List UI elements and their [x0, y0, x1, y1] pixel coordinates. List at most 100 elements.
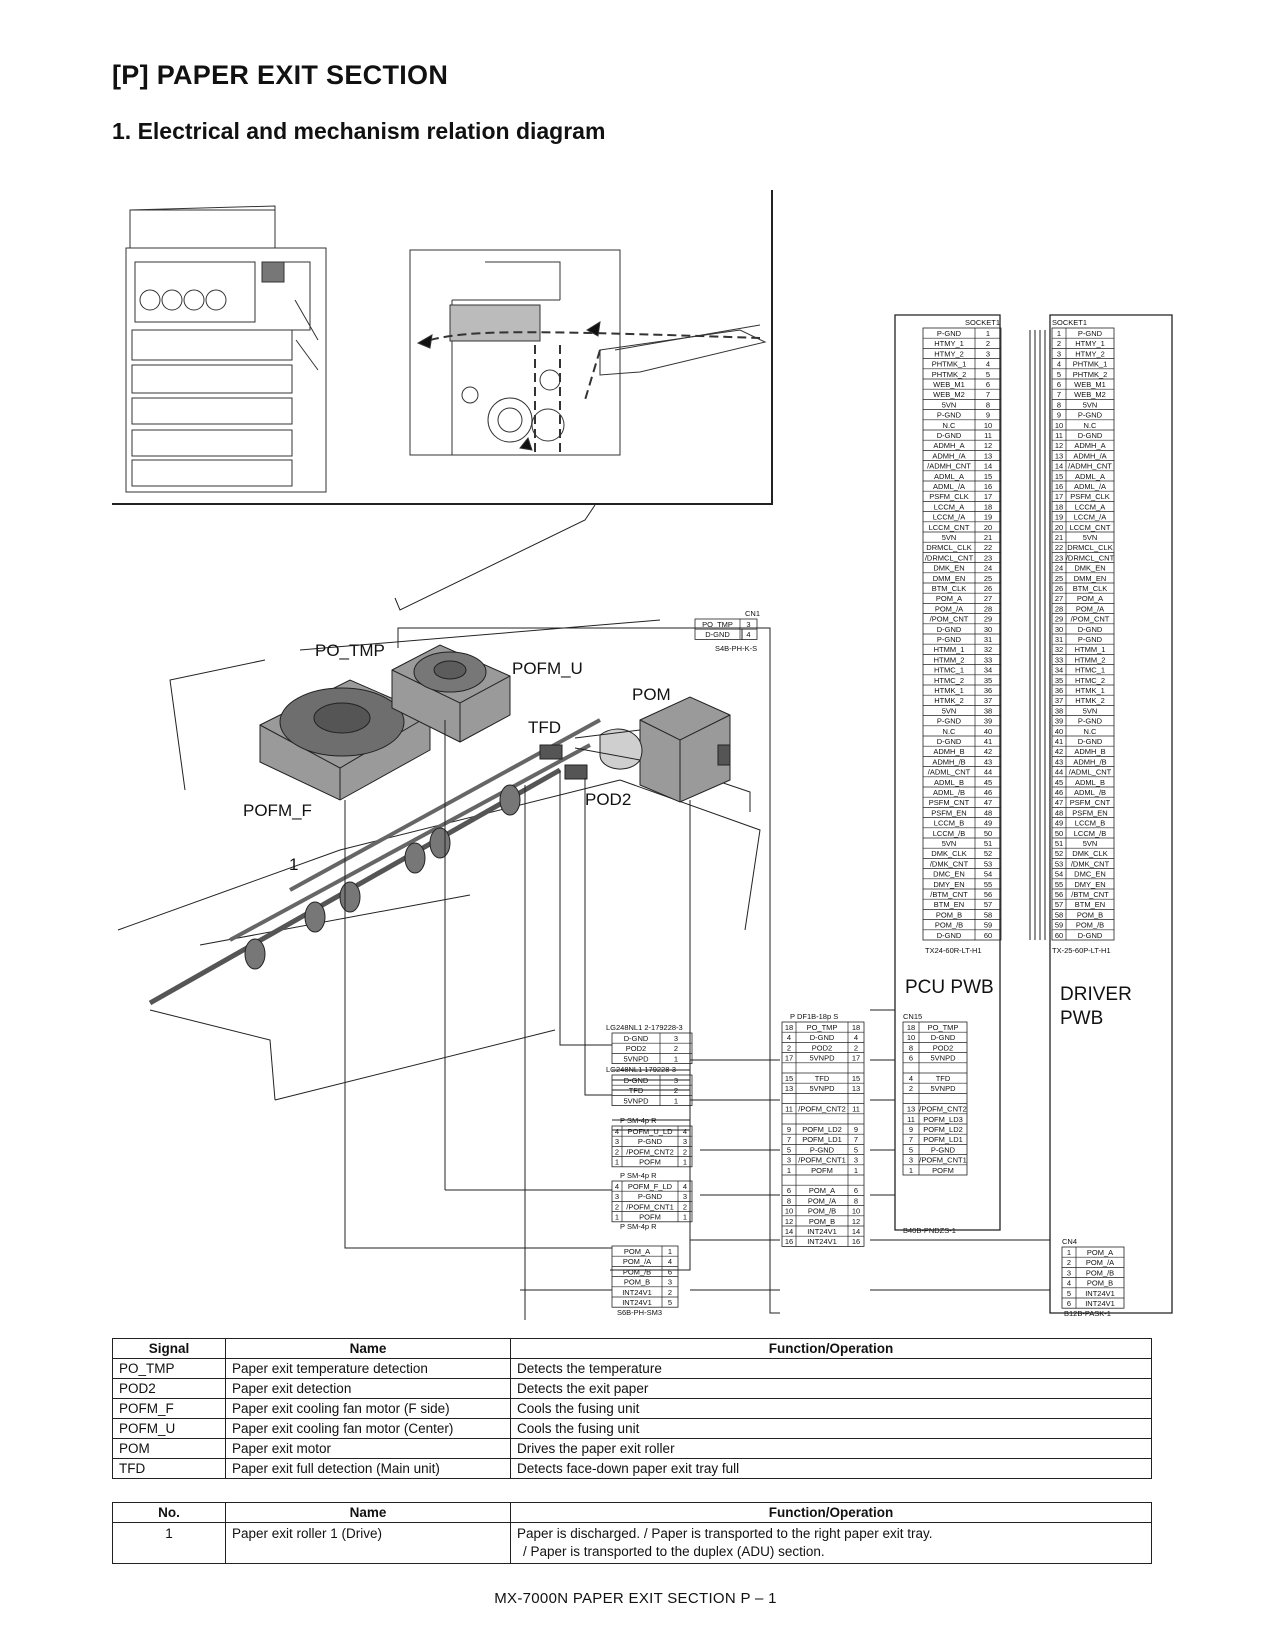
socket-left-cell: DMC_EN — [933, 870, 965, 879]
df1b-cell: 13 — [852, 1084, 860, 1093]
name-cell: Paper exit cooling fan motor (Center) — [225, 1418, 511, 1439]
socket-left-cell: ADML_A — [934, 472, 964, 481]
cn15-cell: 5VNPD — [930, 1084, 956, 1093]
pom-label: POM — [632, 685, 671, 704]
driver-pwb-label-line2: PWB — [1060, 1008, 1103, 1029]
sm2-cell: POFM_F_LD — [628, 1182, 673, 1191]
s6b-cell: POM_/B — [623, 1267, 651, 1276]
socket-right-cell: 19 — [1055, 513, 1063, 522]
cn15-cell: P-GND — [931, 1145, 956, 1154]
cn1-cell: 3 — [746, 620, 750, 629]
lg1-cell: POD2 — [626, 1044, 646, 1053]
socket-right-cell: P-GND — [1078, 635, 1103, 644]
socket-right-cell: 54 — [1055, 870, 1063, 879]
socket-left-cell: 5VN — [942, 706, 957, 715]
socket-left-cell: POM_A — [936, 594, 962, 603]
cn15-cell: D-GND — [931, 1033, 956, 1042]
lg1-cell: D-GND — [624, 1034, 649, 1043]
socket-left-cell: 31 — [984, 635, 992, 644]
socket-right-cell: 25 — [1055, 574, 1063, 583]
cn4-footer: B12B-PASK-1 — [1064, 1309, 1111, 1318]
socket-right-cell: 16 — [1055, 482, 1063, 491]
df1b-cell: 14 — [785, 1227, 793, 1236]
name-cell: Paper exit temperature detection — [225, 1358, 511, 1379]
socket-right-cell: D-GND — [1078, 931, 1103, 940]
socket-left-cell: 5VN — [942, 533, 957, 542]
socket-left-cell: PSFM_CNT — [929, 798, 970, 807]
sm2-cell: 2 — [615, 1202, 619, 1211]
socket-right-cell: D-GND — [1078, 431, 1103, 440]
sm1-cell: POFM_U_LD — [627, 1127, 673, 1136]
socket-right-cell: 34 — [1055, 666, 1063, 675]
lg2-cell: TFD — [629, 1086, 644, 1095]
socket-right-cell: 10 — [1055, 421, 1063, 430]
socket-left-cell: 58 — [984, 910, 992, 919]
socket-left-footer: TX24-60R-LT-H1 — [925, 946, 982, 955]
socket-right-cell: BTM_EN — [1075, 900, 1105, 909]
sm1-cell: 3 — [615, 1137, 619, 1146]
sm1-cell: 1 — [683, 1158, 687, 1167]
socket-right-cell: 6 — [1057, 380, 1061, 389]
signal-cell: POFM_U — [112, 1418, 226, 1439]
socket-right-cell: PSFM_CNT — [1070, 798, 1111, 807]
socket-right-cell: /ADML_CNT — [1069, 768, 1112, 777]
df1b-cell: POM_/A — [808, 1196, 836, 1205]
sm2-cell: 2 — [683, 1202, 687, 1211]
cn15-cell: 5 — [909, 1145, 913, 1154]
cn15-cell: 4 — [909, 1074, 913, 1083]
cn4-cell: 3 — [1067, 1268, 1071, 1277]
cn15-cell: 5VNPD — [930, 1054, 956, 1063]
section-title: [P] PAPER EXIT SECTION — [112, 60, 449, 90]
socket-left-cell: PHTMK_2 — [932, 370, 967, 379]
socket-right-cell: 42 — [1055, 747, 1063, 756]
socket-left-cell: 18 — [984, 502, 992, 511]
socket-left-cell: LCCM_A — [934, 502, 964, 511]
df1b-cell: 3 — [787, 1156, 791, 1165]
socket-right-cell: 12 — [1055, 441, 1063, 450]
socket-right-cell: 46 — [1055, 788, 1063, 797]
df1b-cell: 15 — [852, 1074, 860, 1083]
socket-right-cell: HTMC_1 — [1075, 666, 1105, 675]
lg1-cell: 3 — [674, 1034, 678, 1043]
sm2-cell: /POFM_CNT1 — [626, 1202, 674, 1211]
df1b-cell: POFM_LD1 — [802, 1135, 842, 1144]
function-cell: Cools the fusing unit — [510, 1418, 1152, 1439]
df1b-cell: 16 — [785, 1237, 793, 1246]
sm1-cell: 2 — [683, 1147, 687, 1156]
socket-left-cell: 33 — [984, 655, 992, 664]
sm1-cell: 3 — [683, 1137, 687, 1146]
socket-left-cell: ADMH_/A — [932, 451, 965, 460]
signal-cell: POD2 — [112, 1378, 226, 1399]
socket-left-cell: 6 — [986, 380, 990, 389]
socket-left-cell: 38 — [984, 706, 992, 715]
s6b-cell: 1 — [668, 1247, 672, 1256]
socket-right-cell: 2 — [1057, 339, 1061, 348]
lg1-frame — [611, 1032, 693, 1065]
df1b-cell: 3 — [854, 1156, 858, 1165]
sm1-cell: 1 — [615, 1158, 619, 1167]
sm2-cell: P-GND — [638, 1192, 663, 1201]
socket-left-cell: HTMY_2 — [934, 349, 964, 358]
df1b-cell: 4 — [854, 1033, 858, 1042]
socket-left-cell: DMM_EN — [933, 574, 966, 583]
name-cell: Paper exit cooling fan motor (F side) — [225, 1398, 511, 1419]
name-cell: Paper exit roller 1 (Drive) — [225, 1522, 511, 1564]
df1b-cell: 8 — [854, 1196, 858, 1205]
socket-right-cell: 53 — [1055, 859, 1063, 868]
function-cell: Detects face-down paper exit tray full — [510, 1458, 1152, 1479]
cn15-cell: 18 — [907, 1023, 915, 1032]
socket-left-cell: P-GND — [937, 635, 962, 644]
socket-right-cell: 45 — [1055, 778, 1063, 787]
socket-left-cell: /DMK_CNT — [930, 859, 969, 868]
socket-left-cell: 9 — [986, 411, 990, 420]
cn4-cell: POM_B — [1087, 1279, 1113, 1288]
electrical-mechanism-diagram: PO_TMP POFM_U POM TFD POD2 POFM_F 1 PCU … — [112, 190, 1173, 1320]
df1b-cell: POM_B — [809, 1217, 835, 1226]
df1b-cell: 14 — [852, 1227, 860, 1236]
socket-left-cell: /DRMCL_CNT — [925, 553, 974, 562]
socket-left-cell: 14 — [984, 462, 992, 471]
socket-left-cell: 17 — [984, 492, 992, 501]
socket-left-cell: 35 — [984, 676, 992, 685]
socket-left-cell: 47 — [984, 798, 992, 807]
socket-right-cell: 57 — [1055, 900, 1063, 909]
